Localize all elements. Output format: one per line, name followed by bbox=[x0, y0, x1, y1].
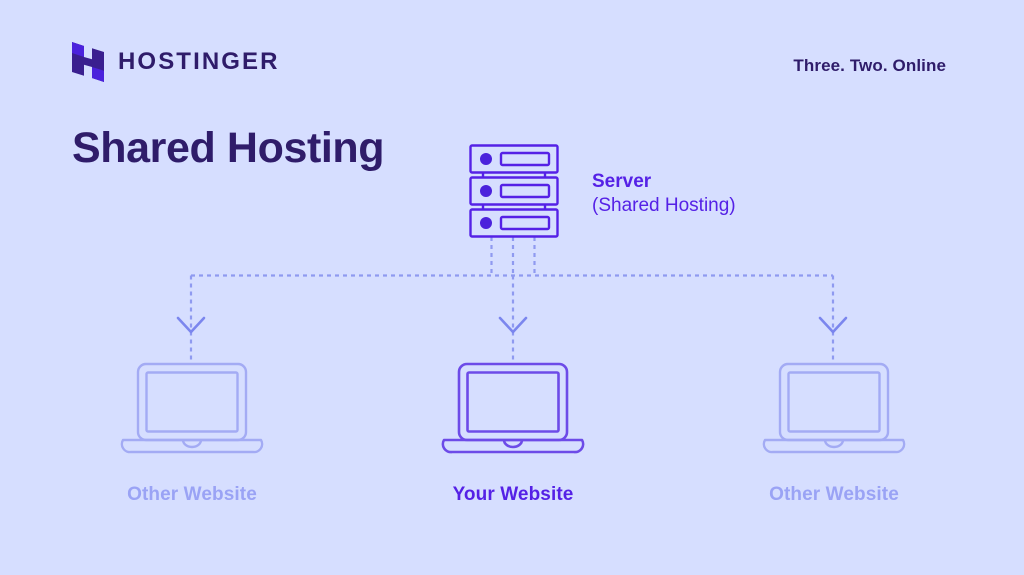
arrowhead-left bbox=[176, 316, 206, 334]
server-label: Server (Shared Hosting) bbox=[592, 170, 736, 219]
laptop-icon bbox=[441, 362, 585, 454]
hostinger-h-logo-icon bbox=[72, 42, 104, 82]
node-other-website-left: Other Website bbox=[82, 358, 302, 506]
tagline: Three. Two. Online bbox=[793, 56, 946, 75]
server-label-primary: Server bbox=[592, 171, 652, 192]
node-label: Other Website bbox=[127, 484, 257, 505]
laptop-icon bbox=[762, 362, 906, 454]
node-label: Your Website bbox=[452, 484, 574, 505]
node-label: Other Website bbox=[769, 484, 899, 505]
laptop-icon bbox=[120, 362, 264, 454]
arrowhead-right bbox=[818, 316, 848, 334]
arrowhead-center bbox=[498, 316, 528, 334]
server-rack-icon bbox=[469, 144, 559, 238]
page-title: Shared Hosting bbox=[72, 124, 385, 172]
server-label-secondary: (Shared Hosting) bbox=[592, 195, 736, 217]
node-other-website-right: Other Website bbox=[724, 358, 944, 506]
brand-name: HOSTINGER bbox=[118, 48, 280, 75]
node-your-website: Your Website bbox=[403, 358, 623, 506]
brand-logo: HOSTINGER bbox=[72, 42, 280, 82]
